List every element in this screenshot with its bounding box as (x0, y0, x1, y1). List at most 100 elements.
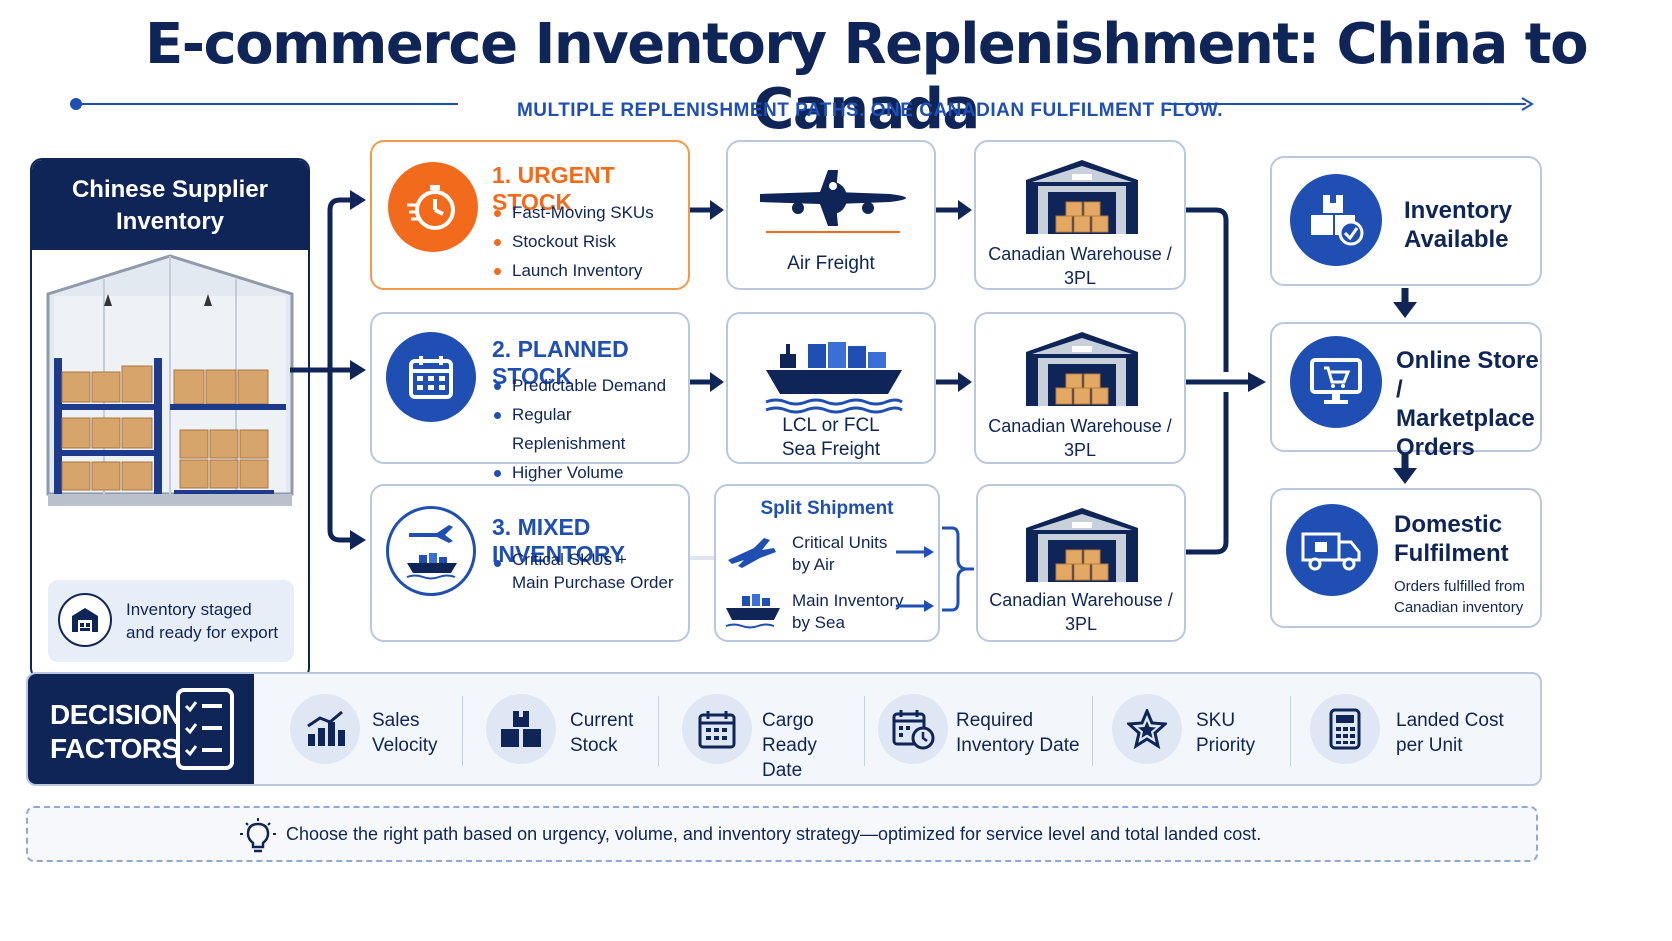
subtitle-arrow-icon (1521, 97, 1534, 111)
path-title-urgent: 1. URGENT STOCK (492, 162, 615, 215)
warehouse-line1: Canadian Warehouse / (988, 244, 1172, 264)
factor-line2: Stock (570, 735, 618, 756)
warehouse-icon (1026, 160, 1138, 234)
warehouse-line1: Canadian Warehouse / (989, 590, 1173, 610)
supplier-panel: Chinese Supplier Inventory Invento (30, 158, 310, 680)
mixed-to-split-connector (690, 556, 716, 560)
page-title: E-commerce Inventory Replenishment: Chin… (144, 12, 1589, 142)
warehouse-card-3: Canadian Warehouse / 3PL (976, 484, 1186, 642)
mode-label-sea: LCL or FCL Sea Freight (728, 414, 934, 462)
split-sea-line2: by Sea (792, 613, 845, 632)
warehouse-label-2: Canadian Warehouse /3PL (976, 414, 1184, 462)
supplier-title-line1: Chinese Supplier (71, 176, 269, 203)
mode-label-air: Air Freight (787, 253, 875, 274)
arrow-right-icon (690, 200, 724, 220)
arrow-right-icon (936, 200, 972, 220)
boxes-icon (486, 694, 556, 764)
factor-line2: per Unit (1396, 735, 1463, 756)
path-title-planned: 2. PLANNED STOCK (492, 336, 629, 389)
factor-line1: Required (956, 710, 1034, 731)
outcome-sub1: Orders fulfilled from (1394, 578, 1525, 595)
factor-landed-cost: Landed Cost per Unit (1310, 674, 1530, 784)
path-card-urgent: 1. URGENT STOCK Fast-Moving SKUs Stockou… (370, 140, 690, 290)
staged-line1: Inventory staged (126, 600, 252, 619)
warehouse-card-1: Canadian Warehouse / 3PL (974, 140, 1186, 290)
mode-card-sea: LCL or FCL Sea Freight (726, 312, 936, 464)
star-icon (1112, 694, 1182, 764)
footer-note: Choose the right path based on urgency, … (26, 806, 1538, 862)
outcome-line2: Fulfilment (1394, 540, 1509, 567)
delivery-truck-icon (1286, 504, 1378, 596)
factor-divider (864, 696, 865, 766)
subtitle-line-left-dot (70, 98, 82, 110)
sea-line1: LCL or FCL (782, 415, 880, 436)
warehouse-illustration (46, 254, 294, 506)
cargo-ship-icon (765, 342, 903, 414)
warehouse-icon (1026, 508, 1138, 582)
bullet: Stockout Risk (492, 227, 654, 256)
warehouse-line2: 3PL (1064, 614, 1098, 634)
bullet: Critical SKUs + (492, 548, 674, 571)
path-bullets-mixed: Critical SKUs + Main Purchase Order (492, 548, 674, 594)
split-sea-line1: Main Inventory (792, 591, 904, 610)
outcome-line2: Available (1404, 226, 1509, 253)
lightbulb-icon (240, 818, 276, 853)
sea-line2: Sea Freight (781, 439, 881, 460)
calculator-icon (1310, 694, 1380, 764)
bullet: Fast-Moving SKUs (492, 198, 654, 227)
bullet-continued: Main Purchase Order (512, 573, 674, 592)
factor-line1: SKU (1196, 710, 1236, 731)
outcome-line1: Inventory (1404, 197, 1513, 224)
factor-line1: Landed Cost (1396, 710, 1504, 731)
airplane-icon (760, 170, 906, 233)
factor-label: Landed Cost per Unit (1396, 708, 1504, 758)
subtitle-line-left (80, 103, 458, 105)
warehouse-line2: 3PL (1063, 268, 1097, 288)
factor-line2: Ready Date (762, 735, 817, 781)
outcome-line3: Orders (1396, 434, 1475, 461)
supplier-header: Chinese Supplier Inventory (32, 160, 308, 250)
computer-cart-icon (1290, 336, 1382, 428)
factor-divider (462, 696, 463, 766)
outcome-line2: Marketplace (1396, 405, 1535, 432)
factor-line2: Priority (1196, 735, 1256, 756)
factor-line2: Velocity (372, 735, 438, 756)
footer-text: Choose the right path based on urgency, … (286, 824, 1262, 844)
warehouse-card-2: Canadian Warehouse /3PL (974, 312, 1186, 464)
factor-label: SKU Priority (1196, 708, 1255, 758)
outcome-line1: Online Store / (1396, 347, 1539, 403)
decision-title-line2: FACTORS (50, 733, 180, 764)
factor-sku-priority: SKU Priority (1112, 674, 1282, 784)
factor-divider (1290, 696, 1291, 766)
factor-line2: Inventory Date (956, 735, 1080, 756)
arrow-right-icon (936, 372, 972, 392)
bullet: Regular Replenishment (492, 400, 688, 458)
warehouse-merge-connector (1186, 207, 1266, 555)
warehouse-icon (1026, 332, 1138, 406)
calendar-icon (386, 332, 476, 422)
path-card-planned: 2. PLANNED STOCK Predictable Demand Regu… (370, 312, 690, 482)
supplier-title-line2: Inventory (115, 208, 225, 235)
split-sea-label: Main Inventory by Sea (792, 590, 904, 634)
subtitle: MULTIPLE REPLENISHMENT PATHS. ONE CANADI… (516, 100, 1224, 121)
arrow-down-icon (1393, 454, 1417, 484)
factor-divider (658, 696, 659, 766)
staged-line2: and ready for export (126, 623, 279, 642)
stopwatch-icon (388, 162, 478, 252)
bullet: Launch Inventory (492, 256, 654, 285)
split-air-line1: Critical Units (792, 533, 888, 552)
